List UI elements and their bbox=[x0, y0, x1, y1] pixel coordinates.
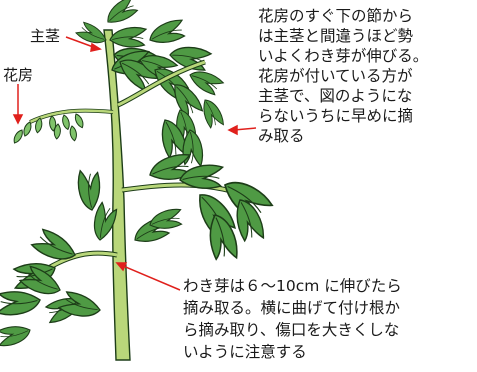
flower-cluster-label: 花房 bbox=[3, 66, 34, 84]
main-stem-label: 主茎 bbox=[30, 27, 61, 45]
lower-note-line: ら摘み取り、傷口を大きくしな bbox=[183, 321, 400, 339]
top-leaves bbox=[74, 0, 227, 146]
upper-note-line: 花房のすぐ下の節から bbox=[258, 7, 414, 25]
middle-branch bbox=[121, 149, 276, 266]
pointer-lines bbox=[12, 36, 257, 291]
main-stem bbox=[103, 29, 131, 361]
lower-branches bbox=[0, 167, 186, 350]
upper-note-line: らないうちに早めに摘 bbox=[258, 107, 414, 125]
upper-note-line: 主茎で、図のようにな bbox=[258, 87, 413, 105]
upper-note-line: いよくわき芽が伸びる。 bbox=[258, 47, 429, 65]
upper-note-line: み取る bbox=[258, 127, 305, 145]
lower-note-line: わき芽は６～10cm に伸びたら bbox=[183, 277, 402, 295]
upper-note-line: は主茎と間違うほど勢 bbox=[258, 27, 414, 45]
upper-note-line: 花房が付いている方が bbox=[258, 67, 413, 85]
lower-note-line: 摘み取る。横に曲げて付け根か bbox=[183, 299, 401, 317]
vigorous-side-shoot bbox=[116, 59, 206, 170]
lower-note-line: いように注意する bbox=[183, 343, 307, 361]
flower-cluster-branch bbox=[11, 108, 114, 145]
